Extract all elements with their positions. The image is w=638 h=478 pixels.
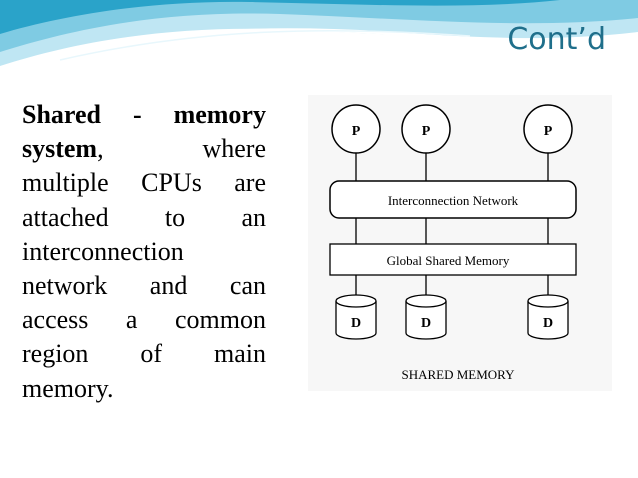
processor-node: P (523, 104, 573, 154)
body-line: access a common (22, 303, 266, 337)
body-word: - (133, 98, 142, 132)
diagram-connectors (355, 153, 549, 297)
body-word: CPUs (141, 168, 202, 198)
disk-body (527, 301, 569, 340)
disk-label: D (421, 316, 431, 331)
disk-label: D (351, 316, 361, 331)
header-wave-decoration (0, 0, 638, 72)
processor-circle (331, 104, 381, 154)
body-line: attached to an (22, 201, 266, 235)
disk-label: D (543, 316, 553, 331)
interconnection-network-label: Interconnection Network (388, 193, 519, 208)
body-word: memory. (22, 373, 114, 403)
disk-top (527, 294, 569, 308)
body-word: system, (22, 132, 104, 166)
body-line: system, where (22, 132, 266, 166)
disk-top (405, 294, 447, 308)
processor-label: P (544, 124, 553, 139)
body-word: an (241, 202, 266, 232)
body-word: are (234, 168, 266, 198)
processor-label: P (352, 124, 361, 139)
body-word: common (174, 305, 266, 335)
body-word: region (22, 339, 89, 369)
body-line: interconnection (22, 235, 266, 269)
bold-word: Shared (22, 100, 101, 129)
body-word: a (125, 305, 138, 335)
disk-node: D (405, 294, 447, 340)
processor-circle (401, 104, 451, 154)
body-word: multiple (22, 168, 109, 198)
body-line: multiple CPUs are (22, 166, 266, 200)
body-line: network and can (22, 269, 266, 303)
interconnection-network-box (329, 180, 577, 219)
disk-node: D (335, 294, 377, 340)
processor-circle (523, 104, 573, 154)
disk-body (335, 301, 377, 340)
processor-node: P (331, 104, 381, 154)
body-word: and (149, 271, 188, 301)
body-word: access (22, 305, 89, 335)
processor-label: P (422, 124, 431, 139)
body-line: Shared - memory (22, 98, 266, 132)
bold-word: - (132, 100, 142, 129)
diagram-caption: SHARED MEMORY (401, 367, 515, 382)
body-word: where (202, 134, 266, 164)
body-word: main (214, 339, 266, 369)
body-word: Shared (22, 98, 101, 132)
body-word: attached (22, 202, 109, 232)
slide-title: Cont’d (507, 22, 606, 57)
processor-node: P (401, 104, 451, 154)
body-word: interconnection (22, 236, 184, 266)
shared-memory-diagram: P P P Interconnection Network Global Share… (308, 95, 612, 391)
disk-node: D (527, 294, 569, 340)
body-line: memory. (22, 372, 266, 406)
body-word: can (229, 271, 266, 301)
bold-word: memory (173, 100, 266, 129)
global-shared-memory-label: Global Shared Memory (387, 253, 510, 268)
bold-word: system (22, 134, 98, 164)
body-word: network (22, 271, 108, 301)
body-word: to (164, 202, 186, 232)
body-word: of (140, 339, 163, 369)
body-word: memory (174, 98, 266, 132)
disk-top (335, 294, 377, 308)
punctuation: , (97, 134, 104, 164)
global-shared-memory-box (329, 243, 577, 276)
body-line: region of main (22, 337, 266, 371)
disk-body (405, 301, 447, 340)
